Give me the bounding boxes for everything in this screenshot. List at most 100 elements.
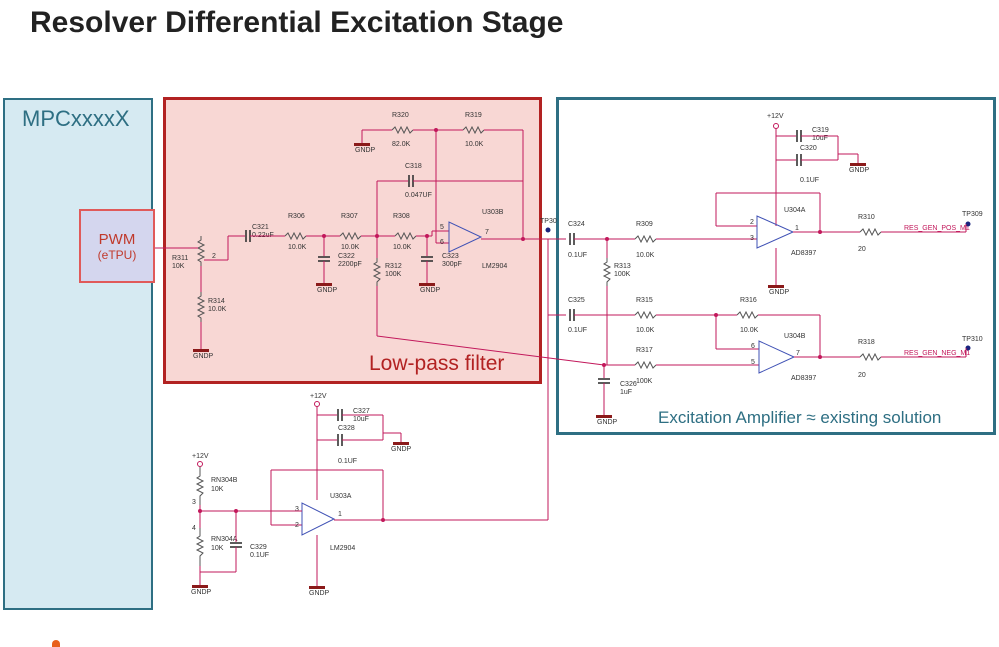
svg-text:1uF: 1uF — [620, 389, 632, 396]
svg-text:10.0K: 10.0K — [208, 306, 227, 313]
svg-text:LM2904: LM2904 — [330, 545, 355, 552]
svg-text:C319: C319 — [812, 127, 829, 134]
svg-text:GNDP: GNDP — [193, 353, 214, 360]
r313-resistor: R313 100K — [602, 258, 631, 286]
r320-resistor: R320 82.0K — [391, 112, 414, 148]
svg-text:6: 6 — [751, 343, 755, 350]
test-point-tp309 — [965, 221, 971, 227]
r306-resistor: R306 10.0K — [284, 213, 307, 251]
svg-text:C322: C322 — [338, 253, 355, 260]
low-pass-filter-label: Low-pass filter — [369, 352, 505, 375]
svg-text:1: 1 — [795, 225, 799, 232]
svg-text:1: 1 — [338, 511, 342, 518]
r307-resistor: R307 10.0K — [339, 213, 362, 251]
svg-text:R311: R311 — [172, 255, 188, 262]
svg-text:GNDP: GNDP — [309, 590, 330, 597]
low-pass-filter-region — [163, 97, 542, 384]
svg-text:C326: C326 — [620, 381, 637, 388]
r314-resistor: R314 10.0K — [196, 292, 227, 322]
svg-text:2: 2 — [750, 219, 754, 226]
svg-text:GNDP: GNDP — [597, 419, 618, 426]
r319-resistor: R319 10.0K — [462, 112, 485, 148]
page-title: Resolver Differential Excitation Stage — [30, 6, 564, 39]
c321-capacitor: C321 0.22uF — [245, 224, 274, 242]
svg-text:0.1UF: 0.1UF — [250, 552, 269, 559]
svg-text:R315: R315 — [636, 297, 653, 304]
svg-text:C327: C327 — [353, 408, 370, 415]
svg-text:C325: C325 — [568, 297, 585, 304]
c328-capacitor: C328 0.1UF — [337, 425, 357, 465]
svg-text:+12V: +12V — [310, 393, 327, 400]
r315-resistor: R315 10.0K — [634, 297, 657, 334]
svg-text:10.0K: 10.0K — [341, 244, 360, 251]
svg-text:C324: C324 — [568, 221, 585, 228]
svg-text:GNDP: GNDP — [355, 147, 376, 154]
svg-text:82.0K: 82.0K — [392, 141, 411, 148]
svg-text:+12V: +12V — [192, 453, 209, 460]
svg-text:3: 3 — [750, 235, 754, 242]
svg-text:10.0K: 10.0K — [636, 327, 655, 334]
svg-text:RES_GEN_POS_M1: RES_GEN_POS_M1 — [904, 225, 970, 232]
svg-text:TP310: TP310 — [962, 336, 983, 343]
c322-capacitor: C322 2200pF — [318, 253, 362, 268]
svg-text:C321: C321 — [252, 224, 269, 231]
svg-text:10.0K: 10.0K — [740, 327, 759, 334]
svg-text:3: 3 — [192, 499, 196, 506]
svg-text:R309: R309 — [636, 221, 653, 228]
svg-text:300pF: 300pF — [442, 261, 462, 268]
svg-text:R316: R316 — [740, 297, 757, 304]
r312-resistor: R312 100K — [372, 258, 402, 286]
svg-text:U303A: U303A — [330, 493, 352, 500]
pwm-label: PWM — [98, 231, 136, 248]
svg-text:3: 3 — [295, 506, 299, 513]
svg-text:R313: R313 — [614, 263, 631, 270]
svg-text:AD8397: AD8397 — [791, 375, 816, 382]
r308-resistor: R308 10.0K — [393, 213, 417, 251]
svg-text:R317: R317 — [636, 347, 653, 354]
svg-text:2: 2 — [295, 522, 299, 529]
r309-resistor: R309 10.0K — [634, 221, 657, 259]
svg-text:10uF: 10uF — [812, 135, 828, 142]
svg-text:RES_GEN_NEG_M1: RES_GEN_NEG_M1 — [904, 350, 970, 357]
svg-text:R319: R319 — [465, 112, 482, 119]
svg-text:7: 7 — [796, 350, 800, 357]
pwm-block: PWM (eTPU) — [79, 209, 155, 283]
svg-text:R312: R312 — [385, 263, 402, 270]
svg-text:U304A: U304A — [784, 207, 806, 214]
test-point-tp30 — [545, 227, 551, 233]
svg-text:R306: R306 — [288, 213, 305, 220]
r310-resistor: R310 20 — [858, 214, 882, 253]
svg-text:5: 5 — [751, 359, 755, 366]
svg-text:GNDP: GNDP — [849, 167, 870, 174]
svg-text:6: 6 — [440, 239, 444, 246]
c319-capacitor: C319 10uF — [796, 127, 829, 142]
svg-text:U303B: U303B — [482, 209, 504, 216]
svg-text:7: 7 — [485, 229, 489, 236]
svg-text:C320: C320 — [800, 145, 817, 152]
svg-text:2: 2 — [212, 253, 216, 260]
svg-text:R310: R310 — [858, 214, 875, 221]
svg-text:20: 20 — [858, 246, 866, 253]
mcu-block — [3, 98, 153, 610]
svg-text:C323: C323 — [442, 253, 459, 260]
svg-text:R308: R308 — [393, 213, 410, 220]
svg-text:0.1UF: 0.1UF — [568, 327, 587, 334]
u303b-opamp: 5 6 7 U303B LM2904 — [440, 209, 507, 270]
svg-text:100K: 100K — [614, 271, 631, 278]
svg-text:10K: 10K — [172, 263, 185, 270]
svg-text:2200pF: 2200pF — [338, 261, 362, 268]
svg-text:GNDP: GNDP — [391, 446, 412, 453]
svg-text:TP309: TP309 — [962, 211, 983, 218]
svg-text:10uF: 10uF — [353, 416, 369, 423]
svg-text:C329: C329 — [250, 544, 267, 551]
excitation-amplifier-region — [556, 97, 996, 435]
svg-text:TP30: TP30 — [540, 218, 557, 225]
pwm-sublabel: (eTPU) — [97, 248, 137, 262]
svg-text:0.047UF: 0.047UF — [405, 192, 432, 199]
svg-text:10.0K: 10.0K — [393, 244, 412, 251]
svg-text:R318: R318 — [858, 339, 875, 346]
svg-text:GNDP: GNDP — [769, 289, 790, 296]
svg-text:RN304B: RN304B — [211, 477, 238, 484]
test-point-tp310 — [965, 345, 971, 351]
